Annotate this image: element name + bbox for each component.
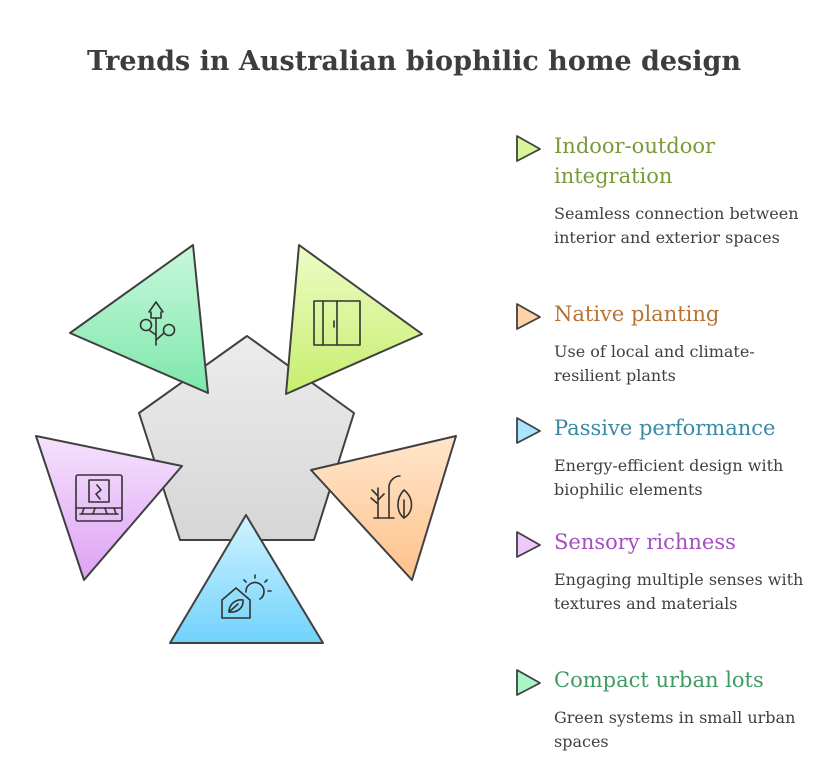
legend-item-compact-urban-lots: Compact urban lots Green systems in smal… <box>514 665 814 754</box>
legend-item-sensory-richness: Sensory richness Engaging multiple sense… <box>514 527 814 616</box>
triangle-sensory-richness <box>35 435 183 581</box>
legend-heading: Indoor-outdoor integration <box>554 134 716 188</box>
triangle-marker-icon <box>516 669 541 696</box>
legend-description: Use of local and climate-resilient plant… <box>554 342 755 385</box>
legend-item-passive-performance: Passive performance Energy-efficient des… <box>514 413 814 502</box>
legend-item-indoor-outdoor: Indoor-outdoor integration Seamless conn… <box>514 131 814 250</box>
triangle-marker-icon <box>516 417 541 444</box>
legend-heading: Compact urban lots <box>554 668 764 692</box>
native-plants-icon <box>370 475 413 519</box>
triangle-marker-icon <box>516 303 541 330</box>
triangle-marker-icon <box>516 531 541 558</box>
house-plant-icon <box>139 301 176 346</box>
legend-heading: Sensory richness <box>554 530 736 554</box>
legend-description: Seamless connection between interior and… <box>554 204 799 247</box>
legend-heading: Passive performance <box>554 416 776 440</box>
triangle-passive-performance <box>169 514 324 644</box>
window-texture-icon <box>75 474 123 522</box>
legend-description: Green systems in small urban spaces <box>554 708 796 751</box>
triangle-indoor-outdoor-integration <box>285 244 423 395</box>
legend-heading: Native planting <box>554 302 720 326</box>
triangle-compact-urban-lots <box>69 244 209 394</box>
door-icon <box>313 300 361 346</box>
eco-home-sun-icon <box>221 574 272 619</box>
triangle-native-planting <box>310 435 457 581</box>
page-title: Trends in Australian biophilic home desi… <box>86 46 741 77</box>
legend-description: Energy-efficient design with biophilic e… <box>554 456 784 499</box>
triangle-marker-icon <box>516 135 541 162</box>
legend-item-native-planting: Native planting Use of local and climate… <box>514 299 814 388</box>
legend-description: Engaging multiple senses with textures a… <box>554 570 804 613</box>
